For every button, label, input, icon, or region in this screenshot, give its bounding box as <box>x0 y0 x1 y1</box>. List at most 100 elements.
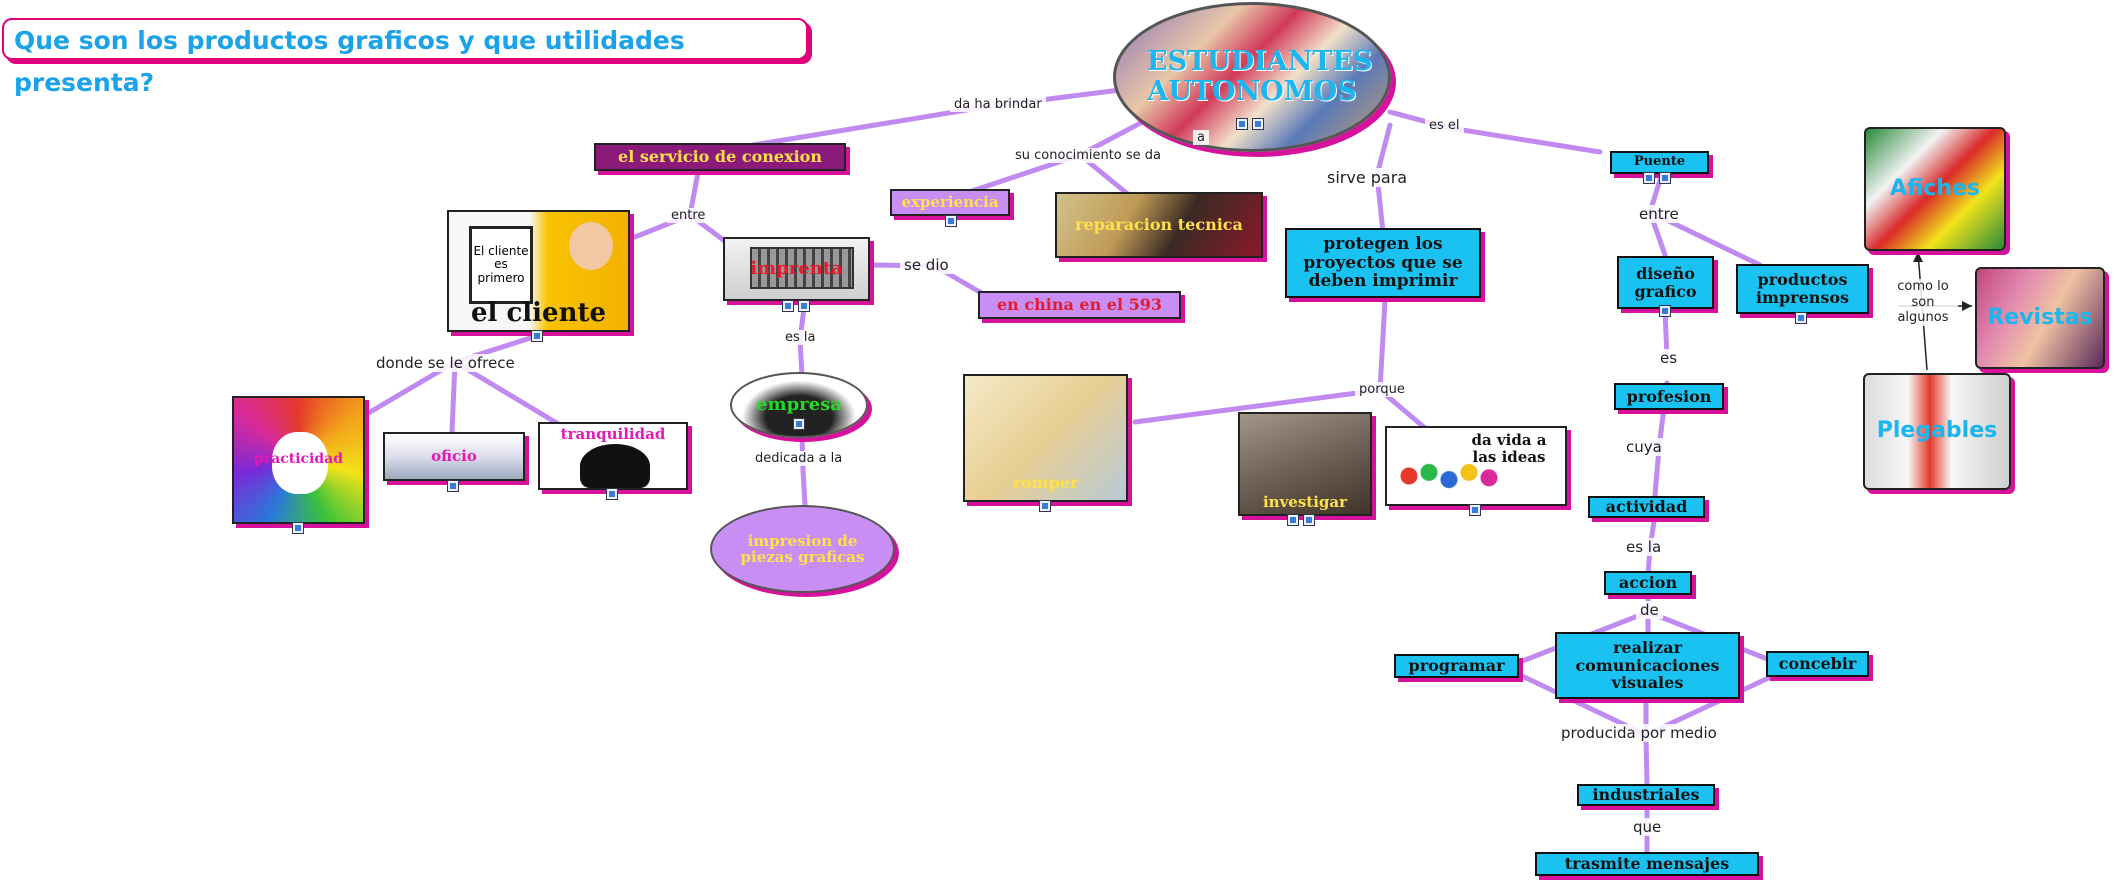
node-programar-label: programar <box>1408 656 1505 676</box>
link-label: a <box>1193 130 1209 145</box>
node-trasmite[interactable]: trasmite mensajes <box>1535 852 1759 876</box>
node-experiencia-label: experiencia <box>901 193 999 212</box>
node-impresion[interactable]: impresion de piezas graficas <box>710 505 895 593</box>
node-accion[interactable]: accion <box>1604 571 1692 595</box>
link-label: sirve para <box>1323 168 1412 187</box>
attachment-icon[interactable] <box>531 330 543 342</box>
node-romper[interactable]: romper <box>963 374 1128 502</box>
node-accion-label: accion <box>1618 573 1678 593</box>
node-programar[interactable]: programar <box>1394 654 1519 678</box>
attachment-icon[interactable] <box>782 300 794 312</box>
node-impresion-label: impresion de piezas graficas <box>740 531 865 566</box>
node-realizar-label: realizar comunicaciones visuales <box>1575 638 1720 693</box>
node-empresa-label: empresa <box>756 394 842 416</box>
person-face <box>569 222 613 270</box>
node-trasmite-label: trasmite mensajes <box>1564 854 1730 874</box>
attachment-icon[interactable] <box>1795 312 1807 324</box>
node-afiches[interactable]: Afiches <box>1864 127 2006 251</box>
node-productos-label: productos imprensos <box>1755 270 1850 307</box>
cliente-sign-text: El cliente es primero <box>473 244 529 285</box>
node-afiches-label: Afiches <box>1889 175 1981 201</box>
link-line <box>452 359 563 428</box>
imprenta-machine <box>750 247 854 289</box>
node-reparacion-label: reparacion tecnica <box>1075 215 1243 235</box>
node-revistas-label: Revistas <box>1987 304 2093 330</box>
attachment-icon[interactable] <box>1659 172 1671 184</box>
node-actividad[interactable]: actividad <box>1588 496 1705 518</box>
node-profesion-label: profesion <box>1626 386 1712 406</box>
attachment-icon[interactable] <box>1252 118 1264 130</box>
cliente-sign: El cliente es primero <box>469 226 533 304</box>
node-plegables[interactable]: Plegables <box>1863 373 2011 490</box>
node-cliente[interactable]: El cliente es primero el cliente <box>447 210 630 332</box>
node-actividad-label: actividad <box>1605 497 1688 517</box>
link-line <box>1374 122 1393 178</box>
attachment-icon[interactable] <box>1303 514 1315 526</box>
attachment-icon[interactable] <box>1469 504 1481 516</box>
node-diseno[interactable]: diseño grafico <box>1617 256 1714 309</box>
node-experiencia[interactable]: experiencia <box>890 189 1010 216</box>
link-label: entre <box>1635 205 1683 223</box>
link-label: dedicada a la <box>751 451 847 466</box>
attachment-icon[interactable] <box>793 418 805 430</box>
node-puente-label: Puente <box>1633 154 1686 170</box>
link-label: es la <box>781 330 820 345</box>
node-tranquilidad[interactable]: tranquilidad <box>538 422 688 490</box>
link-label: porque <box>1355 382 1409 397</box>
attachment-icon[interactable] <box>606 488 618 500</box>
node-proteger[interactable]: protegen los proyectos que se deben impr… <box>1285 228 1481 298</box>
attachment-icon[interactable] <box>1287 514 1299 526</box>
node-revistas[interactable]: Revistas <box>1975 267 2105 369</box>
node-proteger-label: protegen los proyectos que se deben impr… <box>1303 233 1463 292</box>
link-line <box>800 467 808 508</box>
link-label: es la <box>1622 538 1666 556</box>
attachment-icon[interactable] <box>945 215 957 227</box>
node-oficio-label: oficio <box>431 447 477 466</box>
link-label: se dio <box>900 256 953 274</box>
node-diseno-label: diseño grafico <box>1634 263 1697 301</box>
node-profesion[interactable]: profesion <box>1614 383 1724 410</box>
node-imprenta[interactable]: imprenta <box>723 237 870 301</box>
node-davida[interactable]: da vida a las ideas <box>1385 426 1567 506</box>
node-industriales[interactable]: industriales <box>1577 784 1715 806</box>
arrow-head <box>1962 301 1972 311</box>
link-label: da ha brindar <box>950 97 1046 112</box>
node-servicio-label: el servicio de conexion <box>618 147 822 167</box>
node-practicidad[interactable]: practicidad <box>232 396 365 524</box>
link-line <box>449 359 458 435</box>
attachment-icon[interactable] <box>1236 118 1248 130</box>
link-label: que <box>1629 818 1666 836</box>
node-puente[interactable]: Puente <box>1610 151 1709 174</box>
link-line <box>1132 387 1383 425</box>
attachment-icon[interactable] <box>1643 172 1655 184</box>
central-node-label: ESTUDIANTES AUTONOMOS <box>1147 46 1373 107</box>
attachment-icon[interactable] <box>447 480 459 492</box>
link-label: producida por medio <box>1557 724 1721 742</box>
link-label: entre <box>667 208 710 223</box>
link-line <box>1447 125 1603 155</box>
attachment-icon[interactable] <box>1659 305 1671 317</box>
node-oficio[interactable]: oficio <box>383 432 525 481</box>
node-plegables-label: Plegables <box>1876 418 1998 444</box>
node-servicio[interactable]: el servicio de conexion <box>594 143 846 171</box>
node-investigar[interactable]: investigar <box>1238 412 1372 516</box>
node-realizar[interactable]: realizar comunicaciones visuales <box>1555 632 1740 699</box>
link-label: cuya <box>1622 438 1666 456</box>
node-reparacion[interactable]: reparacion tecnica <box>1055 192 1263 258</box>
link-line <box>732 104 988 151</box>
attachment-icon[interactable] <box>292 522 304 534</box>
attachment-icon[interactable] <box>798 300 810 312</box>
arrow-head <box>1913 252 1923 262</box>
node-china-label: en china en el 593 <box>996 295 1162 315</box>
link-label: como lo son algunos <box>1888 279 1958 326</box>
link-label: su conocimiento se da <box>1011 148 1166 163</box>
attachment-icon[interactable] <box>1039 500 1051 512</box>
link-line <box>797 337 805 378</box>
node-china[interactable]: en china en el 593 <box>978 291 1181 319</box>
node-productos[interactable]: productos imprensos <box>1736 264 1869 314</box>
link-label: de <box>1636 601 1663 619</box>
node-concebir-label: concebir <box>1778 654 1857 674</box>
node-davida-label: da vida a las ideas <box>1471 431 1547 466</box>
node-industriales-label: industriales <box>1592 785 1700 805</box>
node-concebir[interactable]: concebir <box>1766 651 1869 677</box>
